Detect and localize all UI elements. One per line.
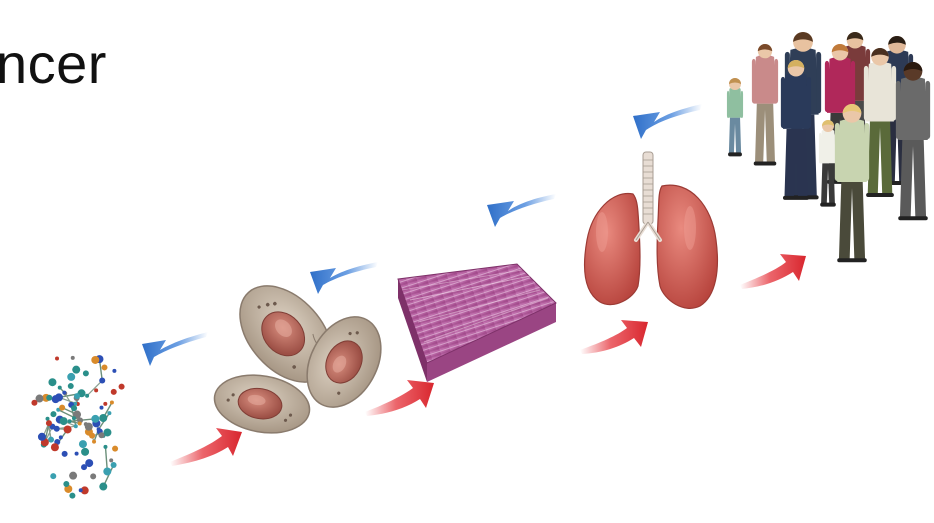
molecule-atom	[63, 481, 69, 487]
person-figure	[752, 44, 778, 165]
molecule-atom	[111, 462, 117, 468]
molecule-atom	[103, 402, 107, 406]
lungs-icon	[585, 152, 718, 308]
molecule-atom	[38, 433, 46, 441]
molecule-atom	[91, 415, 99, 423]
blue-arrow-3	[487, 194, 556, 227]
red-arrow-4	[740, 254, 806, 289]
molecule-atom	[103, 467, 111, 475]
molecule-atom	[85, 423, 93, 431]
molecule-atom	[102, 364, 108, 370]
blue-arrow-4	[633, 104, 702, 139]
molecule-atom	[112, 446, 118, 452]
molecule-atom	[67, 373, 75, 381]
molecule-atom	[62, 451, 68, 457]
molecule-atom	[98, 432, 104, 438]
molecule-atom	[69, 493, 75, 499]
molecule-atom	[74, 424, 78, 428]
molecule-atom	[99, 378, 105, 384]
molecule-atom	[54, 426, 60, 432]
molecule-atom	[68, 383, 74, 389]
molecule-atom	[72, 416, 76, 420]
blue-arrow-1	[142, 332, 208, 366]
molecule-atom	[55, 356, 59, 360]
molecule-atom	[89, 433, 95, 439]
molecule-atom	[91, 356, 99, 364]
molecule-atom	[119, 384, 125, 390]
molecule-atom	[46, 395, 52, 401]
molecule-atom	[31, 400, 37, 406]
molecule-atom	[46, 420, 52, 426]
molecule-atom	[69, 472, 77, 480]
person-figure	[727, 78, 743, 156]
molecule-atom	[75, 452, 79, 456]
molecule-atom	[48, 378, 56, 386]
molecule-atom	[110, 401, 114, 405]
molecule-atom	[71, 356, 75, 360]
molecule-atom	[59, 435, 63, 439]
molecule-atom	[85, 394, 89, 398]
molecule-atom	[52, 395, 60, 403]
molecule-icon	[31, 355, 124, 499]
red-arrow-2	[365, 380, 434, 416]
molecule-atom	[79, 488, 83, 492]
red-arrow-1	[170, 428, 242, 466]
molecule-atom	[99, 414, 107, 422]
molecule-atom	[60, 417, 68, 425]
molecule-atom	[83, 370, 89, 376]
molecule-atom	[78, 421, 82, 425]
molecule-atom	[81, 464, 87, 470]
people-group-icon	[727, 32, 930, 262]
molecule-atom	[99, 406, 103, 410]
molecule-atom	[111, 389, 117, 395]
molecule-atom	[74, 393, 80, 399]
molecule-atom	[112, 369, 116, 373]
molecule-atom	[68, 419, 72, 423]
blue-arrow-2	[310, 262, 378, 294]
tissue-icon	[398, 264, 556, 382]
molecule-bond	[87, 381, 102, 396]
molecule-atom	[92, 440, 96, 444]
molecule-atom	[58, 386, 62, 390]
molecule-atom	[99, 483, 107, 491]
molecule-atom	[81, 448, 89, 456]
molecule-atom	[64, 425, 72, 433]
molecule-atom	[51, 443, 59, 451]
molecule-atom	[90, 473, 96, 479]
molecule-atom	[109, 458, 113, 462]
molecule-atom	[48, 437, 54, 443]
molecule-atom	[50, 473, 56, 479]
molecule-atom	[71, 405, 77, 411]
molecule-atom	[59, 405, 65, 411]
molecule-atom	[62, 391, 66, 395]
molecule-atom	[50, 411, 56, 417]
red-arrow-3	[580, 320, 648, 354]
molecule-atom	[97, 427, 101, 431]
molecule-atom	[72, 366, 80, 374]
molecule-atom	[107, 411, 111, 415]
molecule-atom	[79, 440, 87, 448]
molecule-atom	[103, 445, 107, 449]
molecule-atom	[94, 388, 98, 392]
